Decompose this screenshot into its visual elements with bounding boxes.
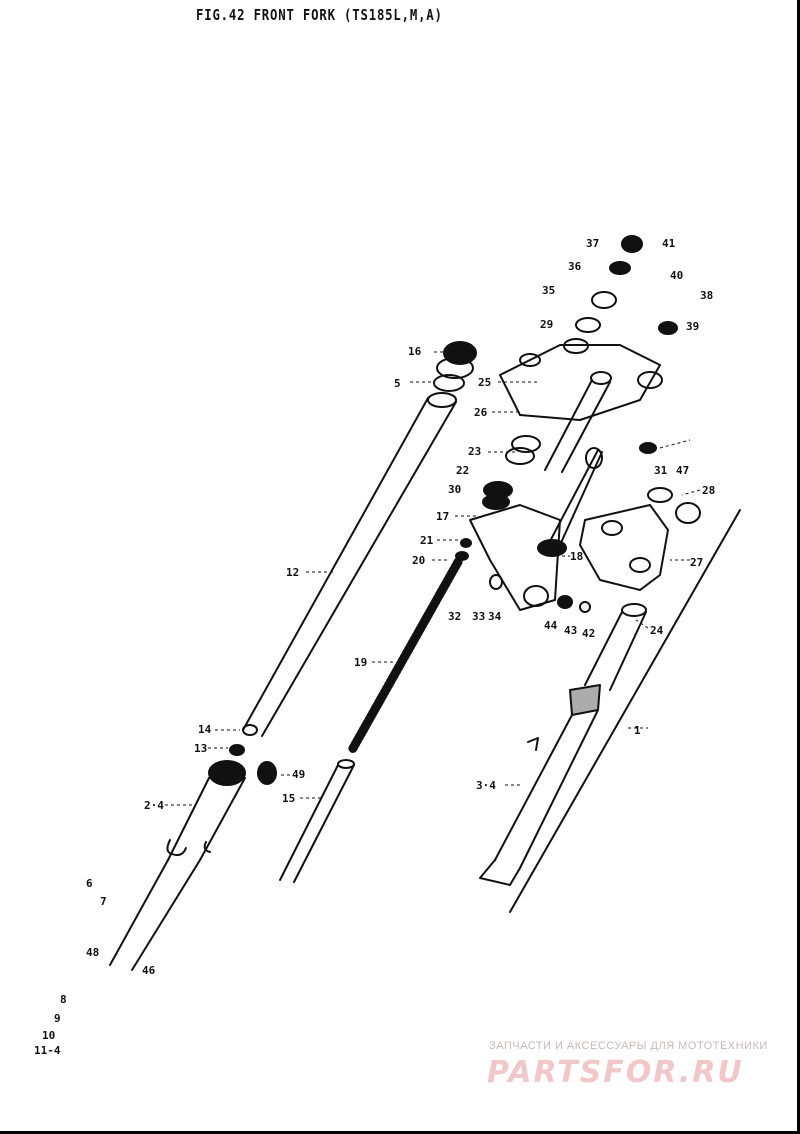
part-label: 17 (436, 510, 449, 523)
part-label: 26 (474, 406, 488, 419)
part-label: 24 (650, 624, 664, 637)
watermark-logo: PARTSFOR.RU (487, 1055, 744, 1090)
part-14-shape (242, 724, 258, 736)
stem-hardware (482, 235, 678, 613)
part-label: 23 (468, 445, 481, 458)
part-label: 49 (292, 768, 305, 781)
part-label: 7 (100, 895, 107, 908)
part-label: 47 (676, 464, 689, 477)
part-labels: 1 2·4 3·4 5 6 7 8 9 10 11-4 12 13 14 15 … (34, 237, 715, 1057)
part-label: 11-4 (34, 1044, 61, 1057)
part-label: 41 (662, 237, 676, 250)
damper-rod (279, 759, 355, 883)
page-border-right (797, 0, 800, 1134)
part-label: 44 (544, 619, 558, 632)
part-label: 35 (542, 284, 555, 297)
part-label: 2·4 (144, 799, 164, 812)
part-label: 21 (420, 534, 434, 547)
part-label: 6 (86, 877, 93, 890)
right-fork-assembly (479, 509, 741, 913)
part-label: 28 (702, 484, 715, 497)
part-label: 16 (408, 345, 422, 358)
part-label: 25 (478, 376, 491, 389)
part-label: 22 (456, 464, 469, 477)
part-label: 18 (570, 550, 583, 563)
page-border-bottom (0, 1131, 800, 1134)
part-label: 39 (686, 320, 699, 333)
part-label: 32 (448, 610, 461, 623)
part-13-shape (229, 744, 245, 756)
part-label: 38 (700, 289, 713, 302)
part-label: 14 (198, 723, 212, 736)
part-label: 42 (582, 627, 595, 640)
part-label: 36 (568, 260, 582, 273)
part-label: 30 (448, 483, 461, 496)
part-label: 37 (586, 237, 599, 250)
headlight-bracket (579, 487, 701, 591)
part-label: 33 (472, 610, 485, 623)
steering-stem (537, 371, 612, 557)
part-label: 20 (412, 554, 425, 567)
part-label: 27 (690, 556, 703, 569)
part-label: 29 (540, 318, 553, 331)
figure-title: FIG.42 FRONT FORK (TS185L,M,A) (196, 6, 443, 24)
part-label: 15 (282, 792, 295, 805)
left-outer-tube (109, 760, 246, 971)
part-label: 31 (654, 464, 668, 477)
part-label: 13 (194, 742, 207, 755)
part-label: 46 (142, 964, 156, 977)
part-label: 1 (634, 724, 641, 737)
part-label: 5 (394, 377, 401, 390)
fork-spring (347, 557, 463, 755)
part-label: 12 (286, 566, 299, 579)
lower-bracket (469, 504, 561, 611)
part-label: 3·4 (476, 779, 496, 792)
part-label: 9 (54, 1012, 61, 1025)
part-label: 40 (670, 269, 683, 282)
part-label: 19 (354, 656, 367, 669)
part-label: 48 (86, 946, 99, 959)
upper-bracket (499, 344, 663, 421)
left-inner-tube (242, 392, 457, 737)
part-label: 8 (60, 993, 67, 1006)
part-49-shape (257, 761, 277, 785)
watermark-caption: ЗАПЧАСТИ И АКСЕССУАРЫ ДЛЯ МОТОТЕХНИКИ (489, 1040, 768, 1052)
part-label: 43 (564, 624, 577, 637)
fork-cap (433, 341, 477, 392)
part-label: 34 (488, 610, 502, 623)
part-label: 10 (42, 1029, 55, 1042)
